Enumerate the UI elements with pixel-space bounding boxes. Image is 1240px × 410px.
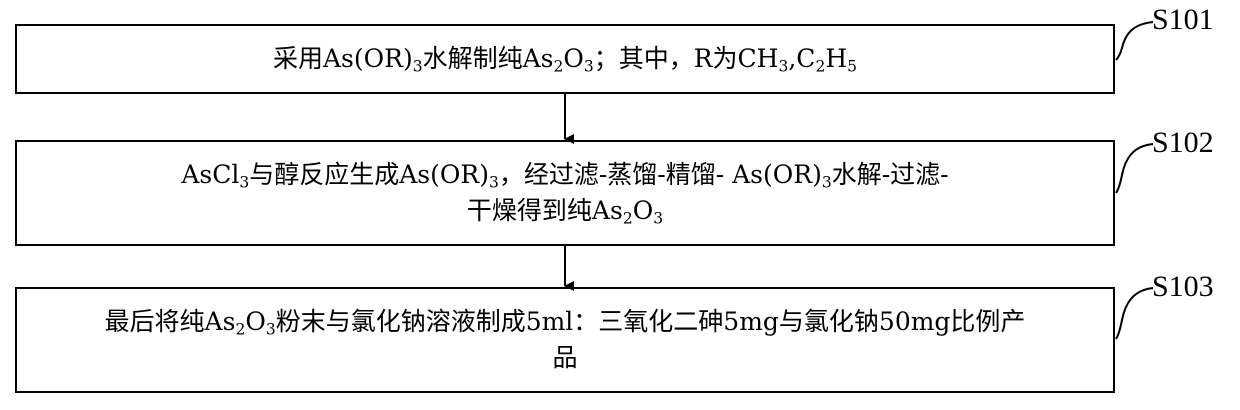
leader-s101 <box>1116 22 1153 60</box>
leader-s102 <box>1116 144 1153 193</box>
leader-s103 <box>1116 288 1153 339</box>
